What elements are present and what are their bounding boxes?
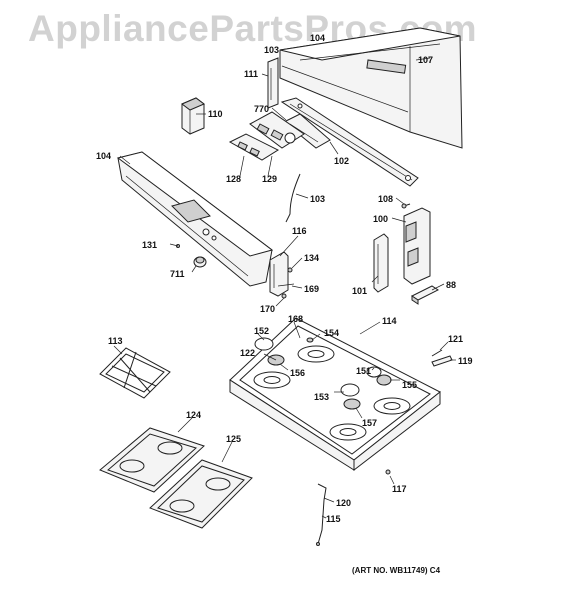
part-128-129-control-boards xyxy=(228,111,305,161)
part-120-115-tube xyxy=(317,483,327,545)
part-116-bracket xyxy=(269,251,289,297)
callout-119: 119 xyxy=(458,356,473,366)
part-711-knob xyxy=(193,256,207,268)
callout-170: 170 xyxy=(260,304,276,314)
leader-lines xyxy=(113,57,456,519)
callout-169: 169 xyxy=(304,284,320,294)
callout-100: 100 xyxy=(373,214,389,224)
part-103-tube xyxy=(285,173,301,223)
callout-156: 156 xyxy=(290,368,306,378)
part-102-manifold xyxy=(280,97,419,187)
callout-125: 125 xyxy=(226,434,242,444)
callout-115: 115 xyxy=(326,514,341,524)
parts-121-119 xyxy=(431,349,453,367)
part-124-drip-pan xyxy=(99,427,205,493)
callout-168: 168 xyxy=(288,314,304,324)
callout-129: 129 xyxy=(262,174,278,184)
callout-113: 113 xyxy=(108,336,123,346)
callout-114: 114 xyxy=(382,316,397,326)
tube-end-fitting xyxy=(316,542,320,546)
callout-770: 770 xyxy=(254,104,270,114)
callout-151: 151 xyxy=(356,366,372,376)
callout-124: 124 xyxy=(186,410,202,420)
callout-122: 122 xyxy=(240,348,256,358)
part-107-backsplash xyxy=(279,27,463,149)
callout-102: 102 xyxy=(334,156,350,166)
callout-155: 155 xyxy=(402,380,418,390)
part-114-cooktop xyxy=(229,317,441,472)
callout-711: 711 xyxy=(170,269,185,279)
part-100-side-bracket xyxy=(403,207,431,285)
callout-134: 134 xyxy=(304,253,320,263)
callout-120: 120 xyxy=(336,498,352,508)
callout-110: 110 xyxy=(208,109,223,119)
callout-117: 117 xyxy=(392,484,407,494)
callout-104-top: 104 xyxy=(310,33,326,43)
callout-111: 111 xyxy=(244,69,259,79)
callout-88: 88 xyxy=(446,280,457,290)
callout-108: 108 xyxy=(378,194,394,204)
callout-107: 107 xyxy=(418,55,434,65)
callout-153: 153 xyxy=(314,392,330,402)
callout-157: 157 xyxy=(362,418,378,428)
part-108-screw xyxy=(401,203,411,209)
part-113-grate xyxy=(99,347,171,399)
callout-116: 116 xyxy=(292,226,307,236)
callout-103-top: 103 xyxy=(264,45,280,55)
art-number: (ART NO. WB11749) C4 xyxy=(352,566,441,575)
part-110-switch xyxy=(181,97,205,135)
part-104-control-panel xyxy=(116,151,274,287)
part-117-screw xyxy=(385,469,391,475)
callout-104: 104 xyxy=(96,151,112,161)
callout-128: 128 xyxy=(226,174,242,184)
callout-152: 152 xyxy=(254,326,270,336)
callout-131: 131 xyxy=(142,240,158,250)
callout-103: 103 xyxy=(310,194,326,204)
part-125-drip-pan xyxy=(149,459,253,529)
part-88-module xyxy=(411,285,439,305)
part-111-bracket xyxy=(267,57,279,109)
part-101-bracket xyxy=(373,233,389,293)
callout-101: 101 xyxy=(352,286,368,296)
callout-154: 154 xyxy=(324,328,340,338)
callout-121: 121 xyxy=(448,334,464,344)
